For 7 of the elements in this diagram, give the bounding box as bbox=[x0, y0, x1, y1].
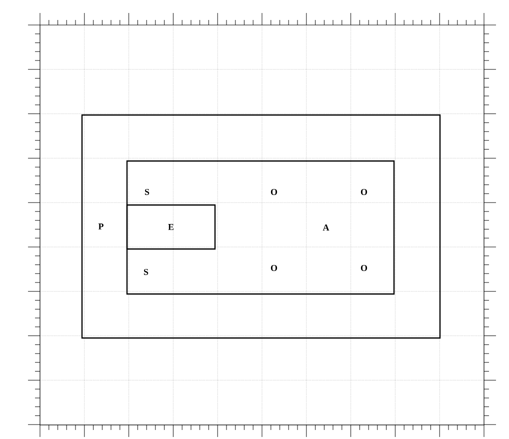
region-box: E bbox=[126, 204, 216, 250]
letter-label: O bbox=[360, 264, 368, 271]
letter-label: O bbox=[360, 188, 368, 195]
letter-label: S bbox=[144, 268, 148, 275]
letter-label: S bbox=[145, 188, 150, 195]
letter-label: O bbox=[270, 188, 278, 195]
letter-label: O bbox=[270, 264, 278, 271]
